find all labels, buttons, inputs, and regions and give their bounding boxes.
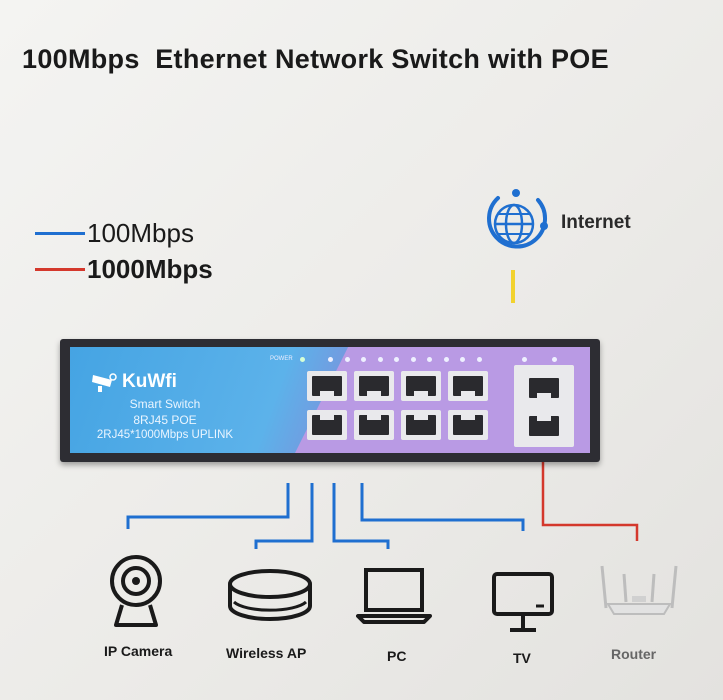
poe-port [354, 410, 394, 440]
poe-port [401, 371, 441, 401]
port-led [361, 357, 366, 362]
camera-link-line [126, 483, 290, 529]
tv-link-line [360, 483, 525, 531]
device-label-tv: TV [513, 650, 531, 666]
wireless-ap-icon [228, 569, 312, 621]
power-label: POWER [270, 356, 293, 362]
power-led [300, 357, 305, 362]
legend-label: 1000Mbps [87, 254, 213, 284]
port-led [328, 357, 333, 362]
port-led [476, 357, 482, 362]
switch-model-line: Smart Switch [129, 397, 201, 411]
poe-port [307, 410, 347, 440]
legend-line-blue [35, 232, 85, 235]
router-link-line [541, 459, 639, 541]
ap-link-line [254, 483, 314, 549]
port-led [552, 357, 557, 362]
port-led [344, 357, 350, 362]
legend-label: 100Mbps [87, 218, 194, 248]
brand-name: KuWfi [122, 371, 177, 392]
port-led [394, 357, 399, 362]
uplink-port [524, 411, 564, 441]
port-led [460, 357, 465, 362]
laptop-icon [356, 568, 432, 624]
switch-front-panel: KuWfi Smart Switch 8RJ45 POE 2RJ45*1000M… [70, 347, 590, 453]
port-led [443, 357, 449, 362]
device-label-ip-camera: IP Camera [104, 643, 173, 659]
switch-ports-line: 8RJ45 POE [133, 413, 197, 427]
poe-port [448, 410, 488, 440]
internet-label: Internet [561, 212, 631, 233]
device-label-router: Router [611, 646, 657, 662]
poe-port [401, 410, 441, 440]
legend-line-red [35, 268, 85, 271]
page-title: 100Mbps Ethernet Network Switch with POE [22, 44, 609, 74]
uplink-port-frame [514, 365, 574, 447]
device-label-wireless-ap: Wireless AP [226, 645, 307, 661]
port-led [377, 357, 383, 362]
network-switch: KuWfi Smart Switch 8RJ45 POE 2RJ45*1000M… [60, 339, 600, 462]
port-led [410, 357, 416, 362]
legend-item-1000mbps: 1000Mbps [35, 254, 213, 285]
globe-icon [487, 189, 548, 249]
port-led [427, 357, 432, 362]
port-led [522, 357, 527, 362]
legend-item-100mbps: 100Mbps [35, 218, 194, 249]
camera-logo-icon [92, 373, 117, 392]
poe-port [448, 371, 488, 401]
uplink-port [524, 373, 564, 403]
device-label-pc: PC [387, 648, 407, 664]
poe-port [307, 371, 347, 401]
router-icon [600, 565, 678, 615]
pc-link-line [332, 483, 390, 549]
brand-logo: KuWfi [90, 371, 177, 393]
ip-camera-icon [110, 555, 162, 627]
tv-icon [492, 572, 554, 632]
poe-port [354, 371, 394, 401]
switch-uplink-line: 2RJ45*1000Mbps UPLINK [96, 429, 234, 441]
